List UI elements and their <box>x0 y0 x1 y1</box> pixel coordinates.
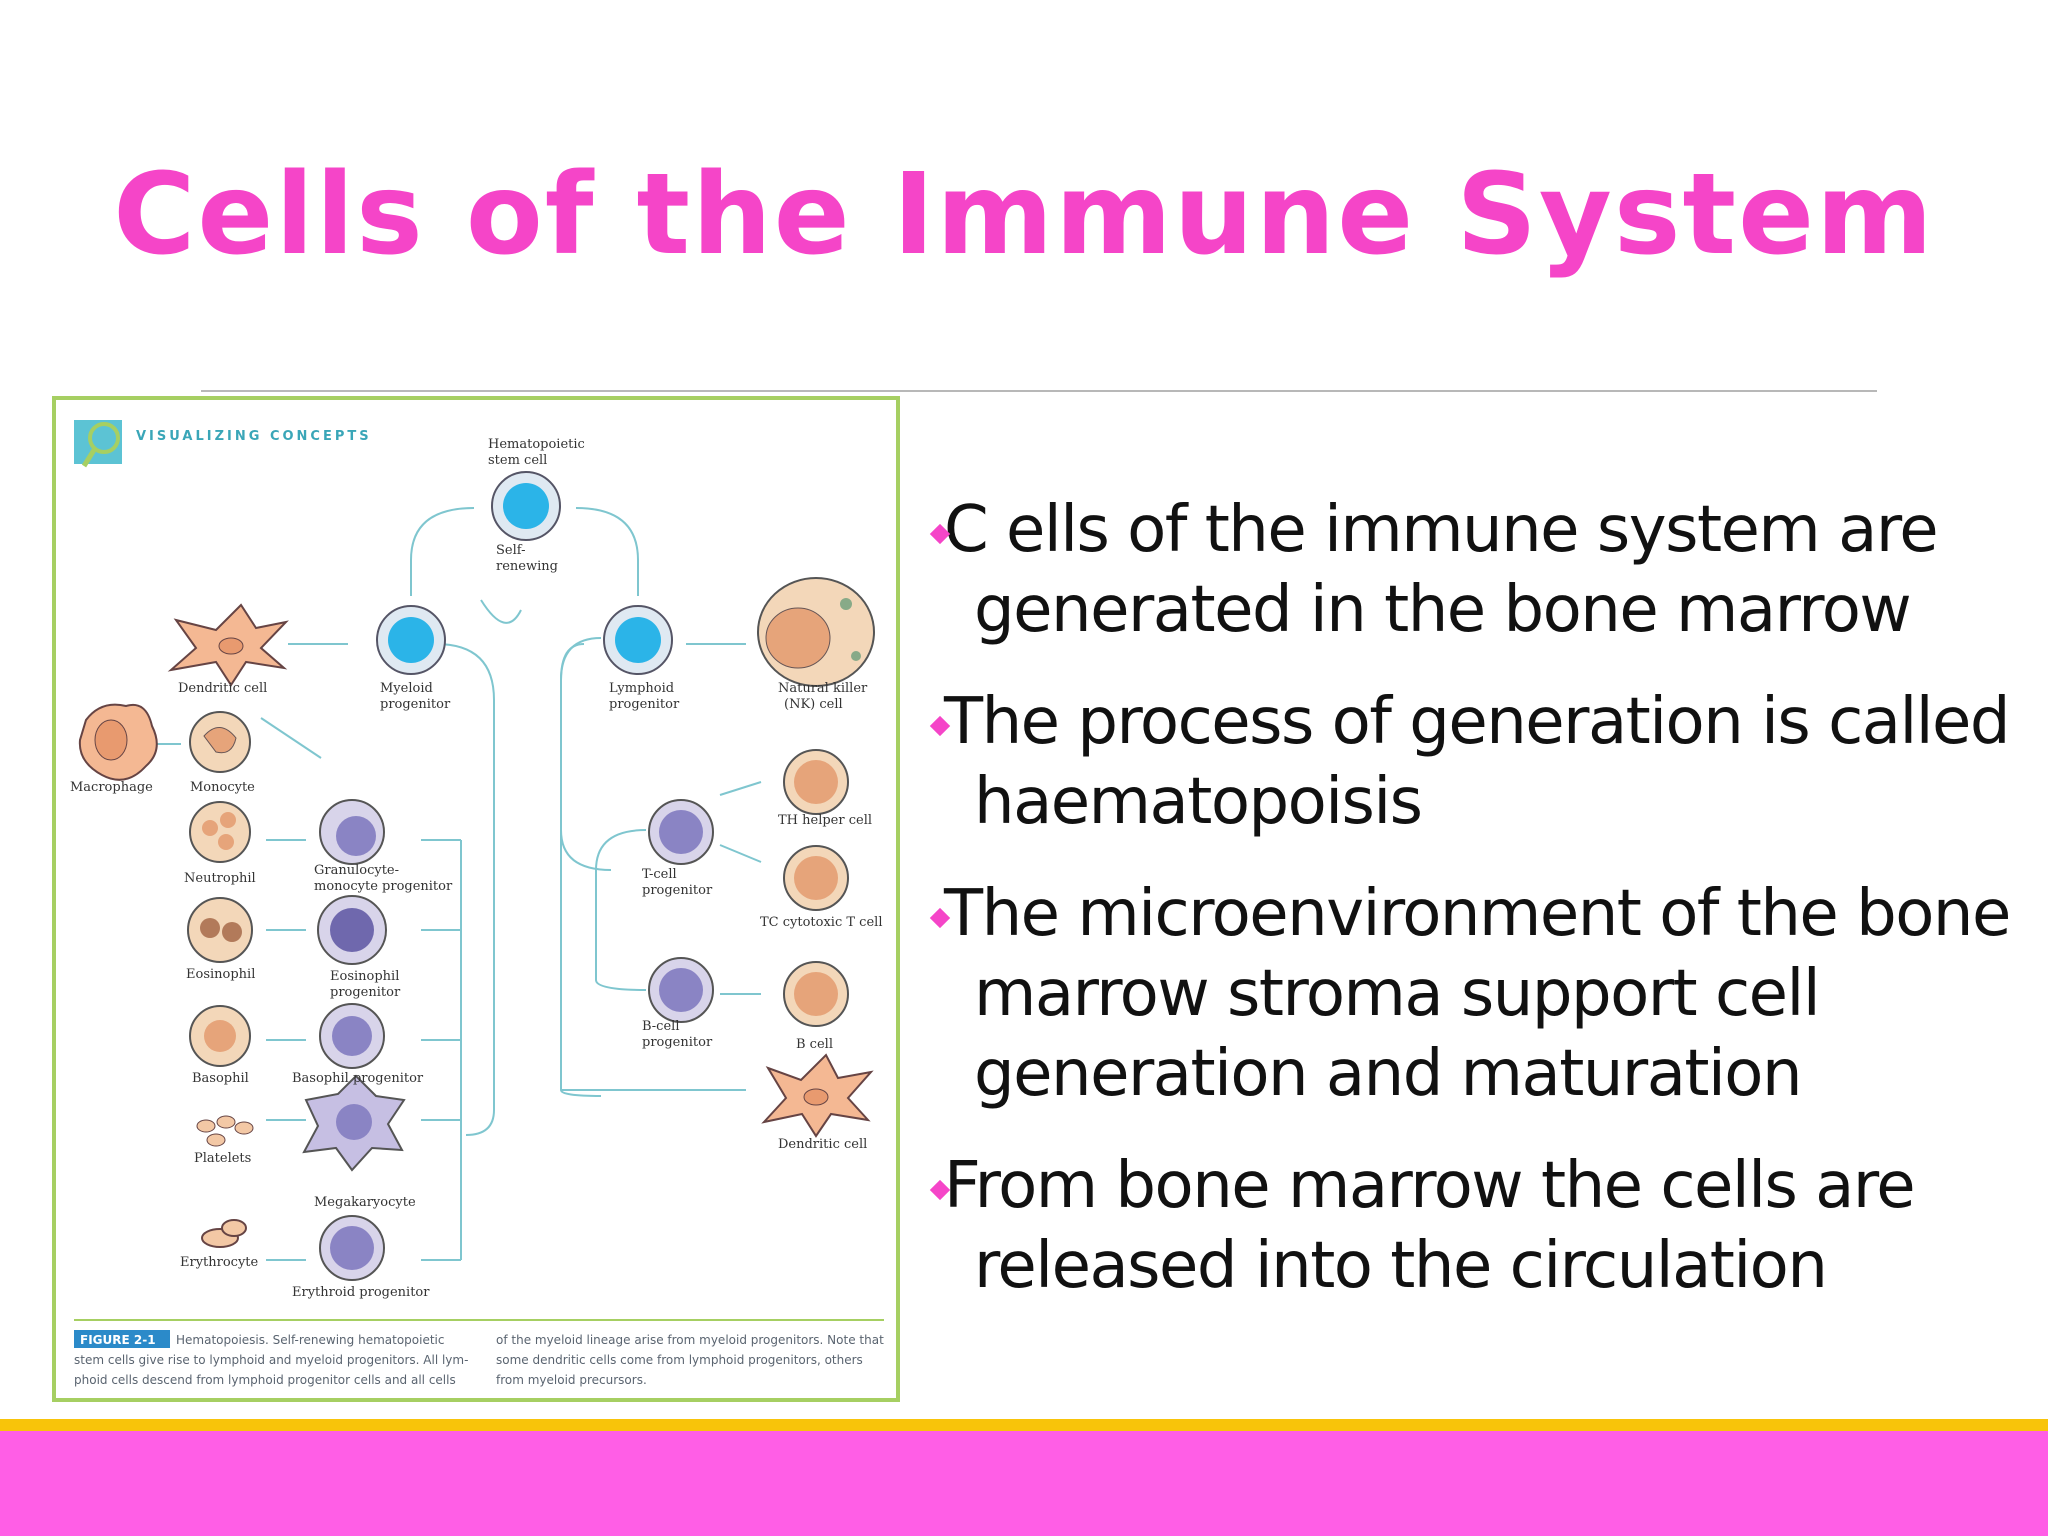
monocyte-icon <box>189 711 251 773</box>
label-gm-line2: monocyte progenitor <box>314 879 453 894</box>
bullet-text: The process of generation is called haem… <box>944 685 2011 839</box>
bullet-list: C ells of the immune system are generate… <box>929 490 2040 1338</box>
label-monocyte: Monocyte <box>190 780 255 795</box>
label-eos-prog-line1: Eosinophil <box>330 969 399 984</box>
myeloid-progenitor-icon <box>376 605 446 675</box>
label-erythrocyte: Erythrocyte <box>180 1255 259 1270</box>
megakaryocyte-icon <box>302 1074 406 1172</box>
label-megakaryocyte: Megakaryocyte <box>314 1195 416 1210</box>
lymphoid-progenitor-icon <box>603 605 673 675</box>
visualizing-concepts-logo-icon <box>74 420 122 468</box>
caption-right-line3: from myeloid precursors. <box>496 1373 647 1387</box>
title-divider <box>201 390 1877 392</box>
footer-accent-stripe <box>0 1419 2048 1431</box>
label-macrophage: Macrophage <box>70 780 153 795</box>
erythroid-progenitor-icon <box>319 1215 385 1281</box>
hematopoietic-stem-cell-icon <box>491 471 561 541</box>
label-hsc-line2: stem cell <box>488 453 547 468</box>
basophil-progenitor-icon <box>319 1003 385 1069</box>
bullet-item: C ells of the immune system are generate… <box>929 490 2040 650</box>
neutrophil-icon <box>189 801 251 863</box>
bcell-progenitor-icon <box>648 957 714 1023</box>
label-baso-prog: Basophil progenitor <box>292 1071 424 1086</box>
platelets-icon <box>196 1115 254 1147</box>
label-erythroid: Erythroid progenitor <box>292 1285 430 1300</box>
label-eosinophil: Eosinophil <box>186 967 255 982</box>
natural-killer-cell-icon <box>757 577 875 687</box>
label-bcell: B cell <box>796 1037 833 1052</box>
label-hsc-line1: Hematopoietic <box>488 437 585 452</box>
label-tcell-line2: progenitor <box>642 883 713 898</box>
figure-header: VISUALIZING CONCEPTS <box>136 429 372 444</box>
bullet-text: The microenvironment of the bone marrow … <box>944 877 2011 1111</box>
label-self-line1: Self- <box>496 543 526 558</box>
caption-right-line2: some dendritic cells come from lymphoid … <box>496 1353 863 1367</box>
label-gm-line1: Granulocyte- <box>314 863 399 878</box>
label-bcell-prog-line2: progenitor <box>642 1035 713 1050</box>
label-tc: TC cytotoxic T cell <box>760 915 882 930</box>
macrophage-icon <box>78 703 158 781</box>
label-eos-prog-line2: progenitor <box>330 985 401 1000</box>
bullet-item: From bone marrow the cells are released … <box>929 1146 2040 1306</box>
th-helper-cell-icon <box>783 749 849 815</box>
bcell-icon <box>783 961 849 1027</box>
label-th: TH helper cell <box>778 813 872 828</box>
label-nk-line2: (NK) cell <box>784 697 843 712</box>
figure-tag: FIGURE 2-1 <box>80 1333 156 1347</box>
caption-left-line3: phoid cells descend from lymphoid progen… <box>74 1373 456 1387</box>
basophil-icon <box>189 1005 251 1067</box>
label-self-line2: renewing <box>496 559 558 574</box>
dendritic-cell-right-icon <box>761 1053 874 1138</box>
dendritic-cell-left-icon <box>167 603 289 687</box>
label-lymphoid-line1: Lymphoid <box>609 681 674 696</box>
label-basophil: Basophil <box>192 1071 249 1086</box>
eosinophil-progenitor-icon <box>317 895 387 965</box>
footer-band <box>0 1431 2048 1536</box>
hematopoiesis-diagram: VISUALIZING CONCEPTS <box>70 420 884 1387</box>
hematopoiesis-figure: VISUALIZING CONCEPTS <box>52 396 900 1402</box>
eosinophil-icon <box>187 897 253 963</box>
label-myeloid-line2: progenitor <box>380 697 451 712</box>
figure-tag-box <box>74 1330 170 1348</box>
erythrocyte-icon <box>201 1219 247 1248</box>
label-bcell-prog-line1: B-cell <box>642 1019 679 1034</box>
caption-left-line1: Hematopoiesis. Self-renewing hematopoiet… <box>176 1333 445 1347</box>
label-dendritic-left: Dendritic cell <box>178 681 267 696</box>
tcell-progenitor-icon <box>648 799 714 865</box>
bullet-item: The microenvironment of the bone marrow … <box>929 874 2040 1114</box>
tc-cytotoxic-t-cell-icon <box>783 845 849 911</box>
label-nk-line1: Natural killer <box>778 681 868 696</box>
label-myeloid-line1: Myeloid <box>380 681 433 696</box>
lineage-arrows <box>156 507 762 1261</box>
granulocyte-monocyte-progenitor-icon <box>319 799 385 865</box>
bullet-item: The process of generation is called haem… <box>929 682 2040 842</box>
slide-title: Cells of the Immune System <box>113 150 1935 280</box>
caption-left-line2: stem cells give rise to lymphoid and mye… <box>74 1353 468 1367</box>
label-dendritic-right: Dendritic cell <box>778 1137 867 1152</box>
label-tcell-line1: T-cell <box>642 867 677 882</box>
caption-right-line1: of the myeloid lineage arise from myeloi… <box>496 1333 884 1347</box>
bullet-text: From bone marrow the cells are released … <box>944 1149 1916 1303</box>
label-neutrophil: Neutrophil <box>184 871 256 886</box>
bullet-text: C ells of the immune system are generate… <box>944 493 1939 647</box>
label-platelets: Platelets <box>194 1151 251 1166</box>
label-lymphoid-line2: progenitor <box>609 697 680 712</box>
